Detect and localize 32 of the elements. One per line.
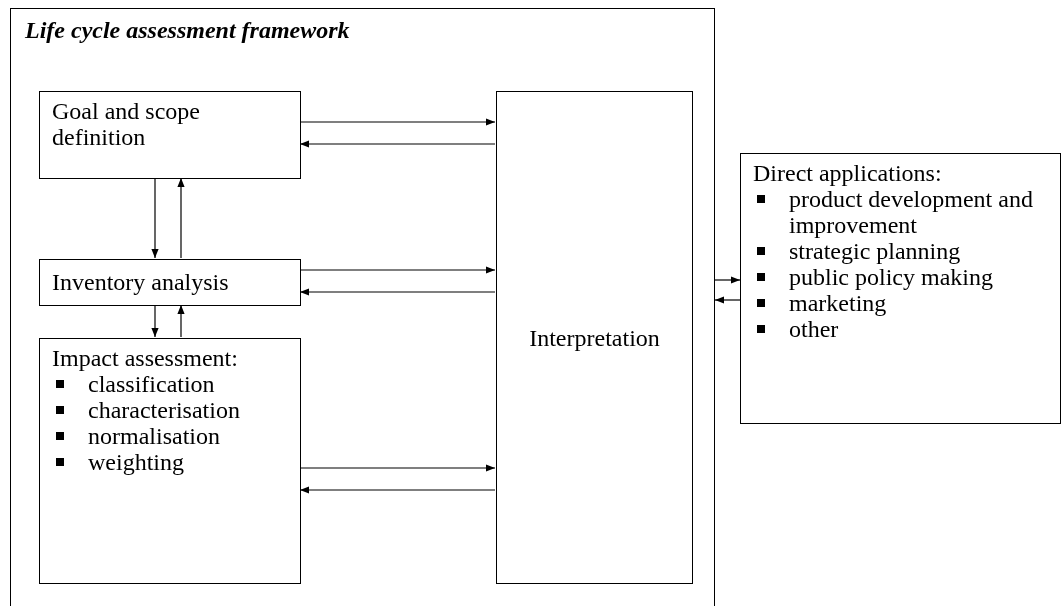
arrow bbox=[151, 177, 159, 259]
arrow bbox=[299, 266, 496, 274]
list-item-text: classification bbox=[88, 371, 215, 397]
arrow bbox=[299, 288, 496, 296]
box-heading: Impact assessment: bbox=[52, 345, 239, 371]
box-heading: Direct applications: bbox=[753, 160, 943, 186]
process-box bbox=[39, 259, 301, 306]
arrow bbox=[299, 140, 496, 148]
arrow bbox=[714, 296, 741, 304]
process-box bbox=[496, 91, 693, 584]
list-item-text: weighting bbox=[88, 449, 184, 475]
applications-box bbox=[740, 153, 1061, 424]
arrow bbox=[299, 486, 496, 494]
list-item-text: characterisation bbox=[88, 397, 240, 423]
list-item-text: strategic planning bbox=[789, 238, 961, 264]
arrow bbox=[299, 118, 496, 126]
framework-frame bbox=[10, 8, 715, 606]
list-item-text: marketing bbox=[789, 290, 887, 316]
list-item-text: public policy making bbox=[789, 264, 993, 290]
frame-title: Life cycle assessment framework bbox=[25, 17, 351, 43]
arrow bbox=[177, 304, 185, 338]
arrow bbox=[714, 276, 741, 284]
box-label: Goal and scope definition bbox=[52, 98, 201, 150]
process-box bbox=[39, 338, 301, 584]
box-label: Interpretation bbox=[529, 324, 660, 351]
box-label: Inventory analysis bbox=[52, 269, 230, 295]
arrow bbox=[151, 304, 159, 338]
process-box bbox=[39, 91, 301, 179]
arrow bbox=[177, 177, 185, 259]
list-item-text: normalisation bbox=[88, 423, 220, 449]
list-item-text: other bbox=[789, 316, 839, 342]
arrow bbox=[299, 464, 496, 472]
